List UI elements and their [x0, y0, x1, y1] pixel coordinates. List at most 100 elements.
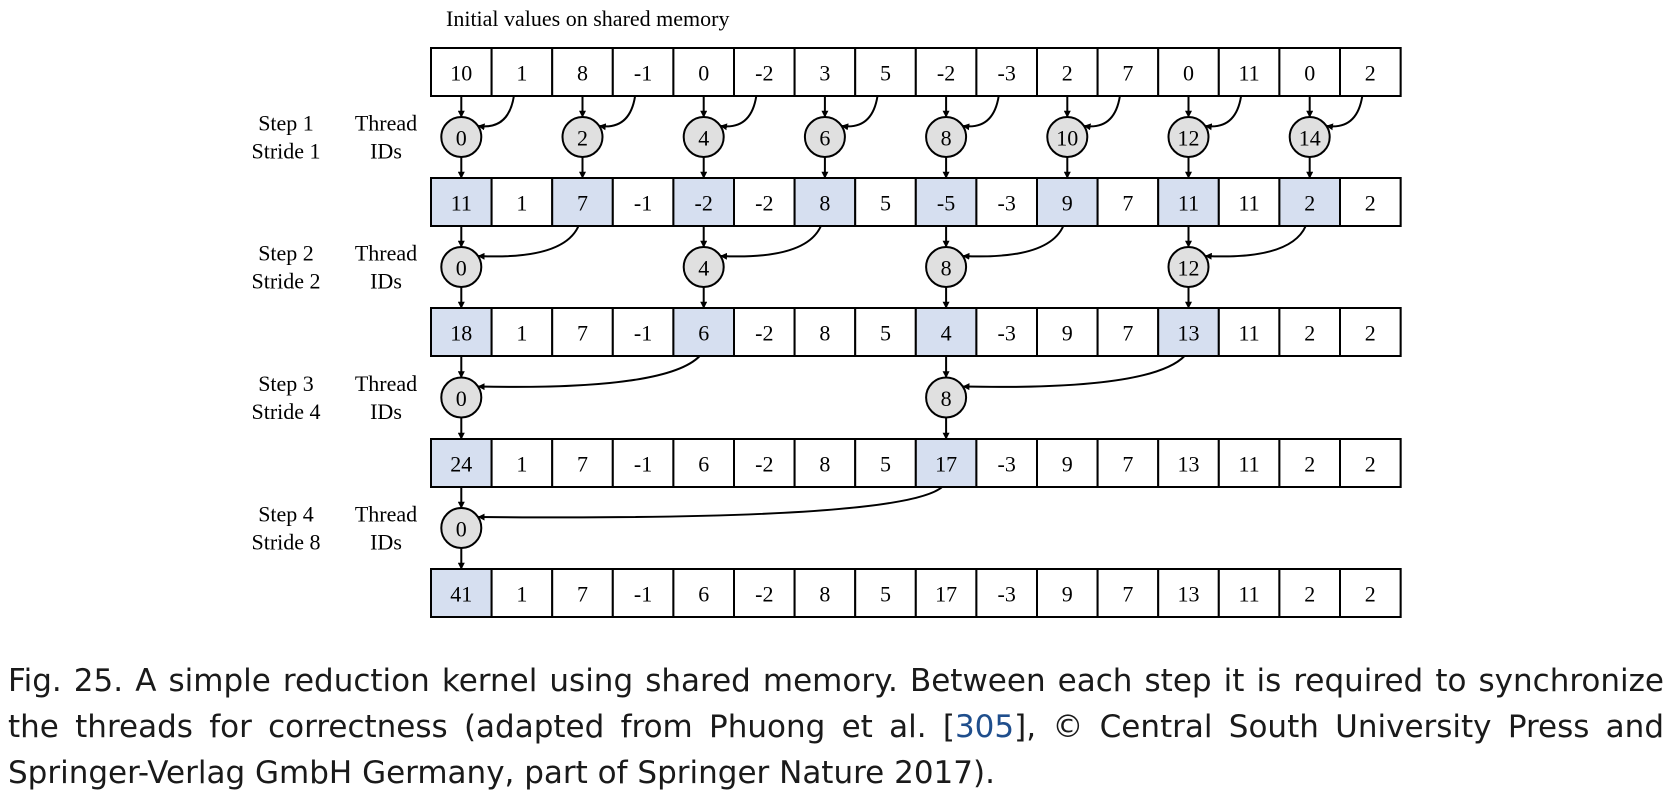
- step-3-row-value: 17: [935, 452, 957, 477]
- step-4-row-value: -2: [755, 582, 773, 607]
- step-4-row-cell: [1278, 568, 1342, 618]
- thread-label: Thread: [355, 371, 417, 396]
- step-4-row-value: -1: [634, 582, 652, 607]
- thread-label: Thread: [355, 111, 417, 136]
- step-1-row-cell: [1339, 177, 1402, 227]
- citation-link[interactable]: 305: [954, 709, 1015, 745]
- step-2-row-cell: [793, 307, 857, 357]
- thread-id: 0: [456, 386, 467, 411]
- thread-id: 0: [456, 126, 467, 151]
- thread-ids-label: IDs: [370, 269, 402, 294]
- step-label: Step 4: [258, 502, 314, 527]
- thread-id: 12: [1178, 256, 1200, 281]
- step-2-row-value: 8: [819, 321, 830, 346]
- stride-label: Stride 2: [251, 269, 320, 294]
- step-1-row-value: 9: [1062, 191, 1073, 216]
- step-4-row-cell: [611, 568, 675, 618]
- step-3-row-cell: [793, 438, 857, 488]
- step-2-row-cell: [854, 307, 917, 357]
- thread-id: 4: [698, 126, 709, 151]
- step-3-row-value: 2: [1365, 452, 1376, 477]
- step-3-row-cell: [1036, 438, 1099, 488]
- thread-ids-label: IDs: [370, 139, 402, 164]
- partner-arrow: [962, 355, 1186, 391]
- step-1-row-cell: [672, 177, 736, 227]
- step-4-row-value: 7: [1122, 582, 1133, 607]
- thread-id: 4: [698, 256, 709, 281]
- initial-row-cell: [1339, 47, 1402, 97]
- thread-ids-label: IDs: [370, 530, 402, 555]
- step-4-row-value: 6: [698, 582, 709, 607]
- step-2-row-value: 6: [698, 321, 709, 346]
- step-4-row-value: 5: [880, 582, 891, 607]
- partner-arrow: [962, 95, 1000, 131]
- step-1-row-cell: [793, 177, 857, 227]
- initial-row-cell: [611, 47, 675, 97]
- step-4-row-cell: [1217, 568, 1281, 618]
- step-label: Step 1: [258, 111, 314, 136]
- step-3-row-value: 13: [1178, 452, 1200, 477]
- partner-arrow: [477, 225, 580, 260]
- step-3-row-value: -2: [755, 452, 773, 477]
- step-2-row-cell: [1217, 307, 1281, 357]
- initial-row-value: -3: [998, 61, 1016, 86]
- step-4-row-cell: [793, 568, 857, 618]
- step-3-row-cell: [1157, 438, 1220, 488]
- initial-row-value: 8: [577, 61, 588, 86]
- step-2-row-cell: [1096, 307, 1160, 357]
- step-2-row-cell: [1036, 307, 1099, 357]
- initial-row-cell: [1157, 47, 1220, 97]
- initial-row-cell: [793, 47, 857, 97]
- step-4-row-value: 41: [450, 582, 472, 607]
- step-3-row-value: 7: [577, 452, 588, 477]
- step-1-row-value: 11: [1239, 191, 1260, 216]
- step-4-row-value: 11: [1239, 582, 1260, 607]
- step-3-row-cell: [611, 438, 675, 488]
- initial-row-value: 11: [1239, 61, 1260, 86]
- step-1-row-value: -2: [755, 191, 773, 216]
- step-4-row-cell: [975, 568, 1039, 618]
- stride-label: Stride 8: [251, 530, 320, 555]
- partner-arrow: [1204, 95, 1243, 131]
- step-3-row-value: 8: [819, 452, 830, 477]
- partner-arrow: [720, 225, 822, 260]
- step-2-row-value: 4: [941, 321, 952, 346]
- step-1-row-value: 2: [1304, 191, 1315, 216]
- step-4-row-value: 2: [1304, 582, 1315, 607]
- initial-row-value: 3: [819, 61, 830, 86]
- step-1-row-cell: [975, 177, 1039, 227]
- stride-label: Stride 1: [251, 139, 320, 164]
- step-4-row-value: 1: [516, 582, 527, 607]
- partner-arrow: [477, 355, 701, 391]
- initial-row-value: 10: [450, 61, 472, 86]
- step-3-row-cell: [733, 438, 796, 488]
- step-1-row-value: 5: [880, 191, 891, 216]
- step-1-row-cell: [551, 177, 614, 227]
- initial-row-value: -2: [755, 61, 773, 86]
- partner-arrow: [1204, 225, 1307, 260]
- step-3-row-cell: [975, 438, 1039, 488]
- step-2-row-cell: [490, 307, 554, 357]
- step-4-row-cell: [430, 568, 493, 618]
- step-4-row-value: 13: [1178, 582, 1200, 607]
- step-1-row-cell: [490, 177, 554, 227]
- step-1-row-value: 2: [1365, 191, 1376, 216]
- step-1-row-value: -3: [998, 191, 1016, 216]
- step-4-row-value: 17: [935, 582, 957, 607]
- step-3-row-cell: [672, 438, 736, 488]
- step-1-row-value: 7: [577, 191, 588, 216]
- stride-label: Stride 4: [251, 399, 320, 424]
- step-1-row-cell: [914, 177, 978, 227]
- thread-id: 0: [456, 517, 467, 542]
- step-3-row-value: -3: [998, 452, 1016, 477]
- step-4-row-cell: [854, 568, 917, 618]
- step-2-row-value: -1: [634, 321, 652, 346]
- step-3-row-value: 5: [880, 452, 891, 477]
- partner-arrow: [841, 95, 879, 131]
- step-3-row-value: 24: [450, 452, 472, 477]
- step-2-row-cell: [1278, 307, 1342, 357]
- step-4-row-value: 8: [819, 582, 830, 607]
- partner-arrow: [962, 225, 1065, 260]
- initial-row-value: -1: [634, 61, 652, 86]
- step-3-row-cell: [1278, 438, 1342, 488]
